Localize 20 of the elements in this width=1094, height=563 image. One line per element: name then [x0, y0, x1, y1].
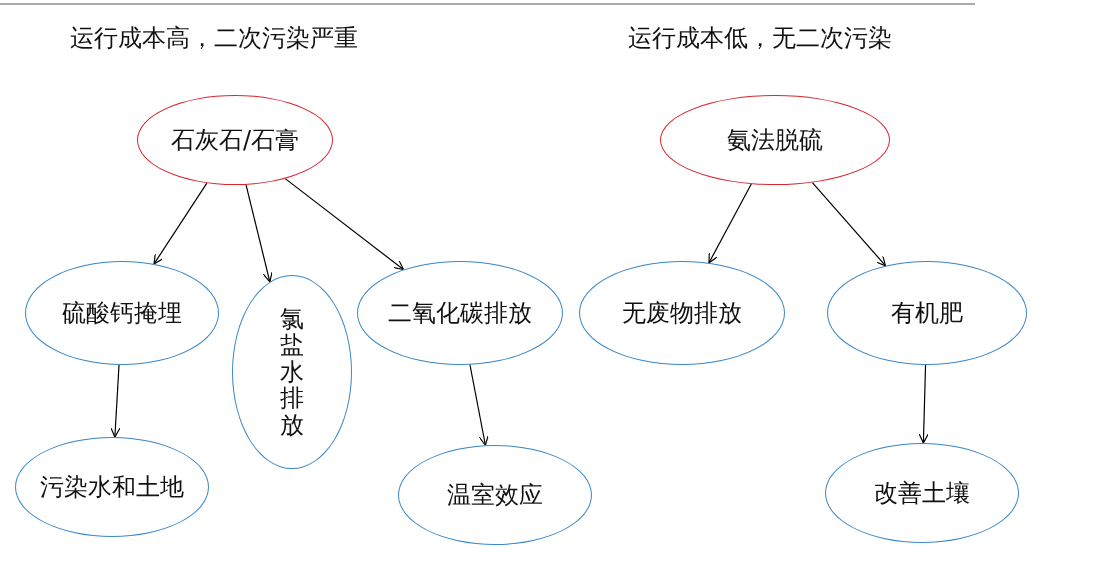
arrow [811, 181, 887, 267]
node-label: 氯盐水排放 [280, 306, 304, 438]
heading-text: 运行成本低，无二次污染 [628, 23, 892, 54]
node-label: 温室效应 [447, 480, 543, 511]
arrow [469, 364, 489, 446]
node-label: 污染水和土地 [40, 472, 184, 503]
node-label: 石灰石/石膏 [170, 125, 300, 156]
node-label: 改善土壤 [874, 478, 970, 509]
node-label: 无废物排放 [622, 298, 742, 329]
node-label: 氨法脱硫 [727, 125, 823, 156]
heading-text: 运行成本高，二次污染严重 [70, 23, 358, 54]
node-label: 有机肥 [891, 298, 963, 329]
arrow [918, 364, 929, 444]
node-label: 二氧化碳排放 [388, 298, 532, 329]
arrow [245, 184, 273, 283]
arrow [110, 364, 121, 438]
node-label: 硫酸钙掩埋 [62, 298, 182, 329]
arrow [708, 183, 752, 264]
arrow [153, 182, 208, 265]
arrow [284, 178, 405, 271]
